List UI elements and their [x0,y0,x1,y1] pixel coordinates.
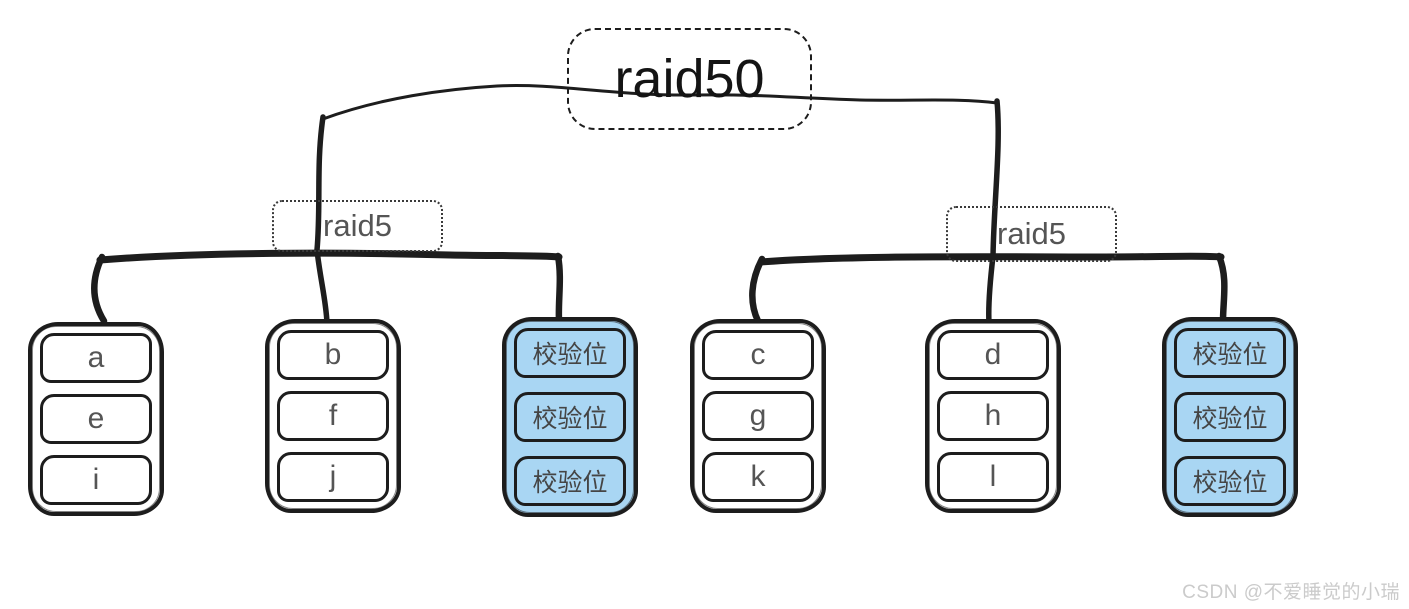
right-raid5-drop-left [749,255,766,325]
disk-cell: f [277,391,389,441]
disk-cell: i [40,455,152,505]
disk-cell: e [40,394,152,444]
disk-cell: a [40,333,152,383]
disk-group-aei: a e i [28,322,164,516]
disk-group-cgk: c g k [690,319,826,513]
disk-group-dhl: d h l [925,319,1061,513]
right-raid5-drop-right [1215,252,1228,325]
disk-cell: l [937,452,1049,502]
raid50-label: raid50 [614,49,765,109]
disk-cell: j [277,452,389,502]
raid5-node-right: raid5 [946,206,1117,262]
raid5-left-label: raid5 [323,208,392,243]
disk-cell: d [937,330,1049,380]
disk-group-parity-left: 校验位 校验位 校验位 [502,317,638,517]
parity-cell: 校验位 [1174,328,1286,378]
raid50-node: raid50 [567,28,812,130]
parity-cell: 校验位 [514,456,626,506]
left-raid5-drop-left [91,253,108,325]
raid5-right-label: raid5 [997,216,1066,251]
disk-cell: g [702,391,814,441]
disk-cell: b [277,330,389,380]
disk-cell: c [702,330,814,380]
parity-cell: 校验位 [1174,456,1286,506]
disk-cell: k [702,452,814,502]
raid5-node-left: raid5 [272,200,443,252]
disk-cell: h [937,391,1049,441]
csdn-watermark: CSDN @不爱睡觉的小瑞 [1182,582,1400,603]
left-raid5-drop-right [554,252,564,325]
disk-group-parity-right: 校验位 校验位 校验位 [1162,317,1298,517]
parity-cell: 校验位 [514,328,626,378]
parity-cell: 校验位 [1174,392,1286,442]
parity-cell: 校验位 [514,392,626,442]
left-raid5-branch-bus [96,249,563,264]
disk-group-bfj: b f j [265,319,401,513]
